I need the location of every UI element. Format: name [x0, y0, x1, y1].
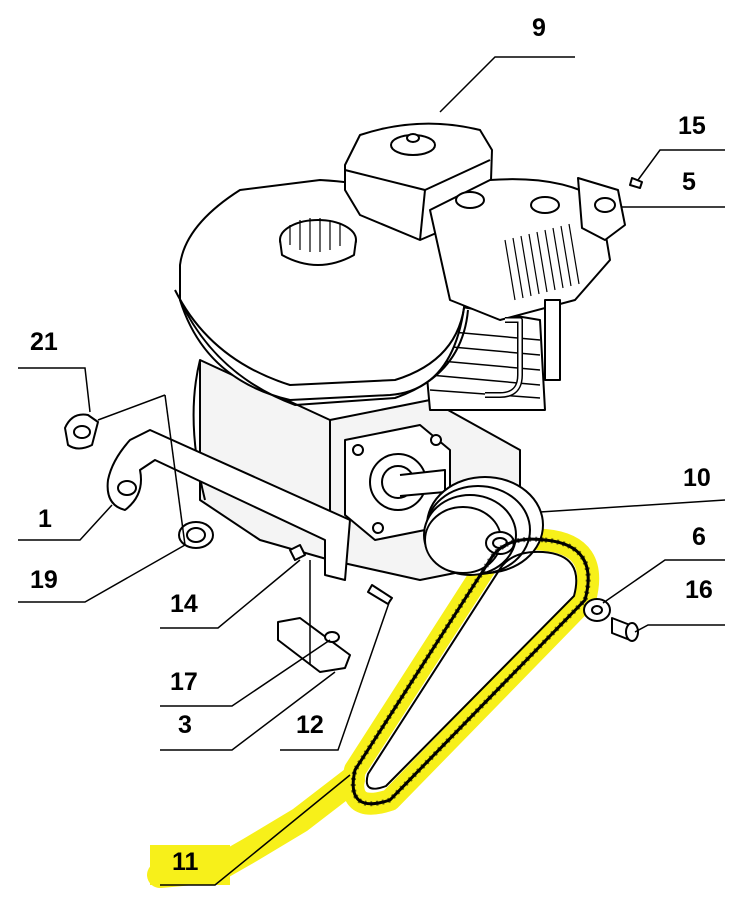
callout-10: 10	[683, 464, 711, 492]
callout-15: 15	[678, 112, 706, 140]
callout-14: 14	[170, 590, 198, 618]
callout-17: 17	[170, 668, 198, 696]
callout-1: 1	[38, 505, 52, 533]
callout-16: 16	[685, 576, 713, 604]
engine	[64, 122, 643, 673]
callout-9: 9	[532, 14, 546, 42]
callout-3: 3	[178, 711, 192, 739]
v-belt	[350, 536, 591, 807]
callout-5: 5	[682, 168, 696, 196]
callout-21: 21	[30, 328, 58, 356]
leader-lines	[18, 56, 726, 886]
callout-6: 6	[692, 523, 706, 551]
callout-19: 19	[30, 566, 58, 594]
callout-12: 12	[296, 711, 324, 739]
callout-11: 11	[172, 848, 199, 876]
